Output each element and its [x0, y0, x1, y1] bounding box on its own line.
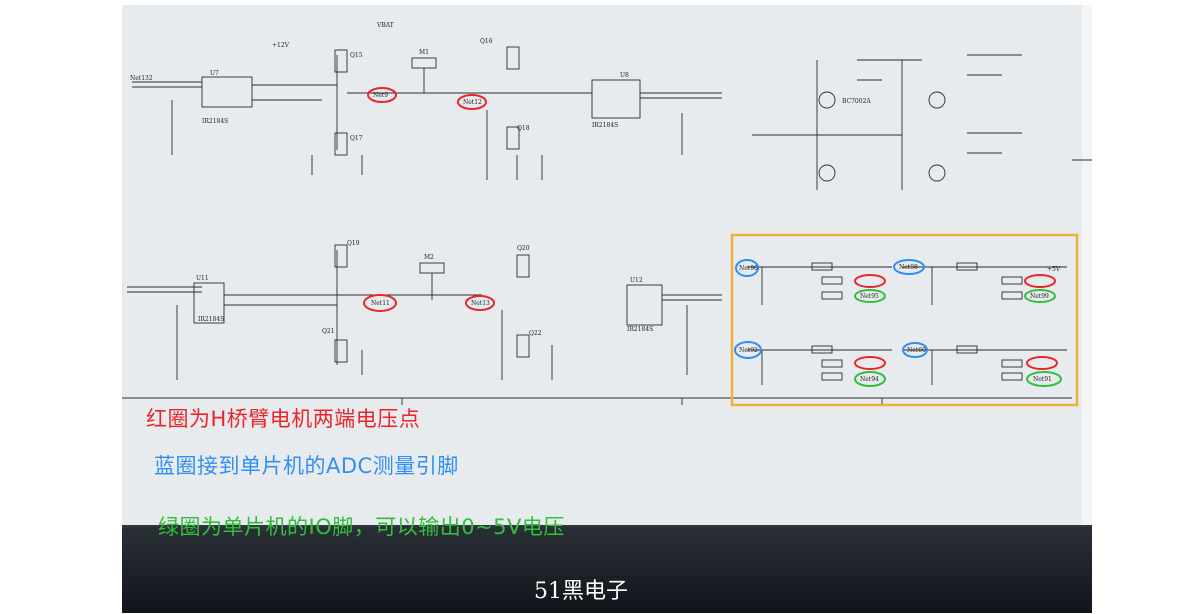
motor-ref: M1 [419, 49, 429, 56]
red-marker [854, 274, 886, 288]
net-label: Net9 [373, 92, 388, 99]
driver-ref: U12 [630, 277, 643, 284]
mosfet-ref: Q22 [529, 330, 542, 337]
driver-part: IR2184S [198, 316, 224, 323]
bottom-bridge: U11 IR2184S Q19 Q21 M2 Q20 Q22 U12 IR218… [127, 240, 722, 380]
red-marker [1026, 356, 1058, 370]
blue-marker [734, 341, 762, 359]
net-label: Net95 [860, 293, 879, 300]
mosfet-ref: Q19 [347, 240, 360, 247]
net-label: Net91 [1033, 376, 1052, 383]
supply-label: +5V [1047, 266, 1061, 273]
adc-divider-3: Net92 Net94 [734, 341, 892, 387]
driver-ref: U11 [196, 275, 209, 282]
driver-ref: U8 [620, 72, 629, 79]
transistor-network: BC7002A [752, 54, 1092, 190]
net-label: Net96 [739, 265, 758, 272]
mosfet-ref: Q21 [322, 328, 335, 335]
top-bridge: Net132 U7 IR2184S Q15 Q17 +12V VBAT M1 Q… [130, 22, 722, 180]
mosfet-ref: Q18 [517, 125, 530, 132]
net-label: Net92 [739, 347, 758, 354]
red-marker [367, 87, 397, 103]
net-label: Net60 [907, 347, 926, 354]
driver-part: IR2184S [627, 326, 653, 333]
red-marker [1024, 274, 1056, 288]
net-label: Net94 [860, 376, 879, 383]
blue-marker [735, 259, 759, 277]
caption-green: 绿圈为单片机的IO脚，可以输出0~5V电压 [158, 515, 565, 539]
mosfet-ref: Q17 [350, 135, 363, 142]
driver-ref: U7 [210, 70, 219, 77]
net-label: Net12 [463, 99, 482, 106]
driver-part: IR2184S [202, 118, 228, 125]
driver-part: IR2184S [592, 122, 618, 129]
net-label: Net11 [371, 300, 390, 307]
watermark: 51黑电子 [534, 579, 628, 604]
net-label: Net132 [130, 75, 153, 82]
supply-label: +12V [272, 42, 290, 49]
net-label: Net98 [899, 264, 918, 271]
transistor-part: BC7002A [842, 98, 871, 105]
supply-label: VBAT [376, 22, 394, 29]
motor-ref: M2 [424, 254, 434, 261]
caption-blue: 蓝圈接到单片机的ADC测量引脚 [154, 454, 459, 478]
net-label: Net99 [1030, 293, 1049, 300]
red-marker [854, 356, 886, 370]
mosfet-ref: Q20 [517, 245, 530, 252]
adc-divider-2: Net98 Net99 +5V [893, 259, 1067, 305]
green-marker [1026, 371, 1062, 387]
blue-marker [893, 259, 925, 275]
schematic-photo: Net132 U7 IR2184S Q15 Q17 +12V VBAT M1 Q… [122, 5, 1092, 613]
caption-red: 红圈为H桥臂电机两端电压点 [146, 407, 421, 431]
adc-divider-4: Net60 Net91 [902, 342, 1067, 387]
green-marker [854, 371, 886, 387]
net-label: Net13 [471, 300, 490, 307]
blue-marker [902, 342, 928, 358]
green-marker [854, 289, 886, 303]
highlight-box: Net96 Net95 Net98 Net99 +5V [730, 233, 1079, 407]
red-marker [363, 294, 397, 312]
green-marker [1024, 289, 1056, 303]
mosfet-ref: Q15 [350, 52, 363, 59]
red-marker [465, 295, 495, 311]
mosfet-ref: Q16 [480, 38, 493, 45]
red-marker [457, 94, 487, 110]
circuit-schematic: Net132 U7 IR2184S Q15 Q17 +12V VBAT M1 Q… [122, 5, 1092, 525]
adc-divider-1: Net96 Net95 [735, 259, 892, 305]
